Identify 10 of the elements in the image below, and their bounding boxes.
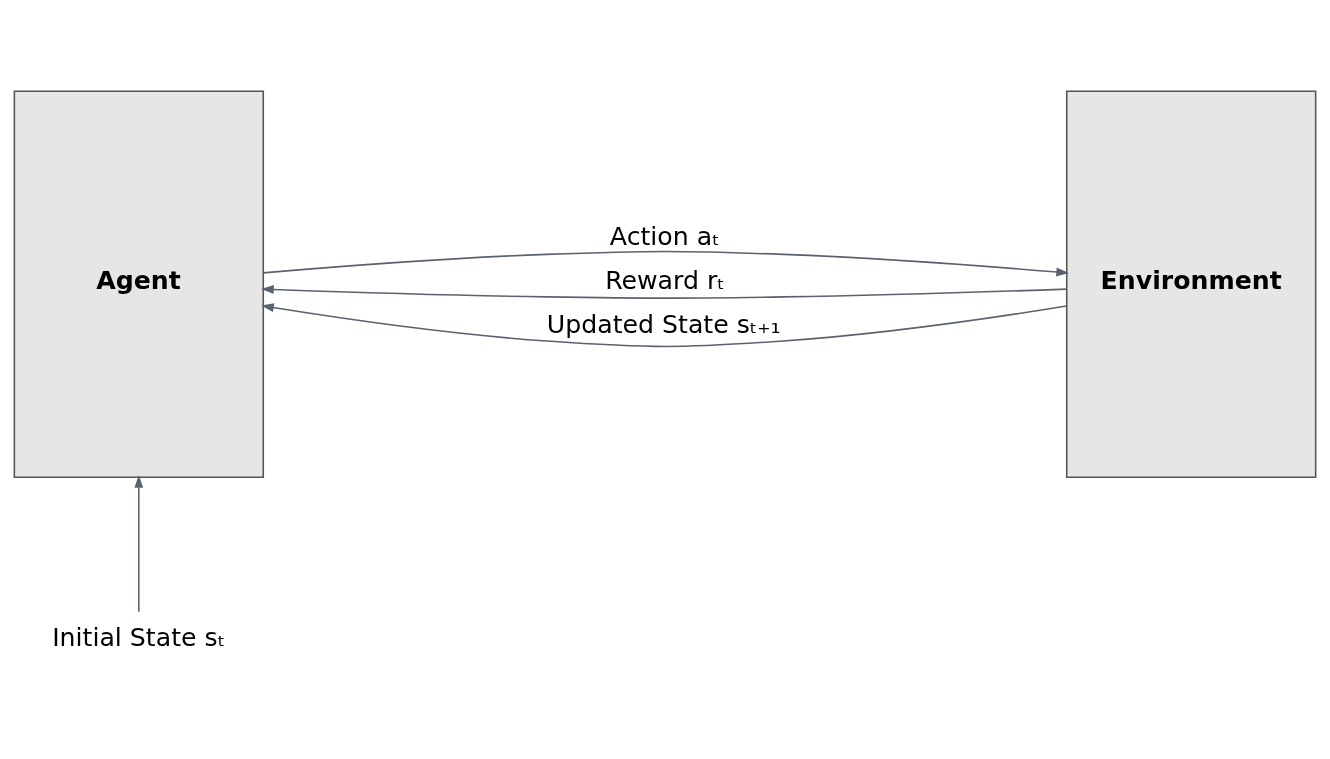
node-box: Agent	[13, 90, 265, 478]
arrow	[134, 474, 144, 613]
node-box: Environment	[1065, 90, 1317, 478]
arrow	[261, 302, 1068, 347]
edge-label: Updated State sₜ₊₁	[546, 309, 781, 339]
arrow	[261, 284, 1068, 299]
edge-label: Action aₜ	[609, 221, 720, 251]
arrow	[262, 250, 1069, 276]
node-text: Initial State sₜ	[52, 622, 226, 652]
edge-label: Reward rₜ	[605, 265, 725, 295]
